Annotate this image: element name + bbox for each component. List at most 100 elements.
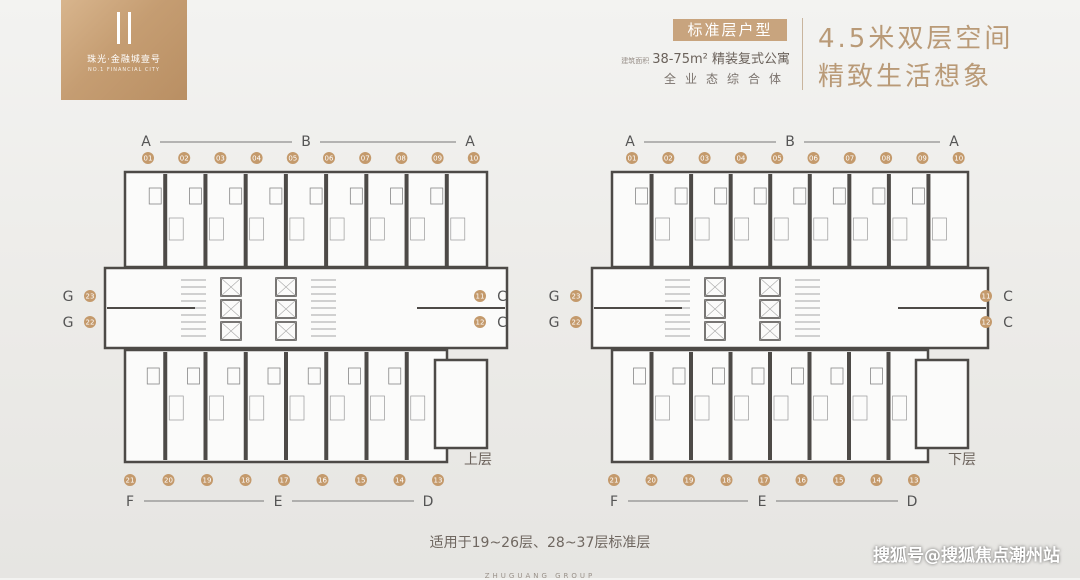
unit-badge [570, 316, 582, 328]
elevator [759, 277, 781, 297]
axis-letter-B: B [785, 134, 795, 150]
furniture [655, 217, 670, 241]
unit-number: 01 [144, 155, 153, 163]
axis-letter-G: G [63, 315, 74, 331]
unit-number: 13 [434, 477, 443, 485]
bathroom [872, 187, 886, 205]
bathroom [714, 187, 728, 205]
unit-number: 09 [433, 155, 442, 163]
axis-letter-F: F [610, 494, 618, 510]
unit-number: 20 [647, 477, 656, 485]
unit-number: 15 [835, 477, 844, 485]
axis-letter-A: A [465, 134, 475, 150]
unit-badge [178, 152, 191, 164]
unit-badge [474, 316, 486, 328]
unit-badge [359, 152, 372, 164]
logo-en: NO.1 FINANCIAL CITY [88, 67, 160, 73]
unit-badge [662, 152, 675, 164]
bathroom [229, 187, 243, 205]
unit-badge [316, 474, 329, 486]
elevator-cross [759, 321, 781, 341]
unit-badge [771, 152, 784, 164]
elevator-cross [220, 277, 242, 297]
unit-badge [908, 474, 920, 486]
elevator-cross [704, 321, 726, 341]
unit-badge [84, 316, 96, 328]
sub-line: 全业态综合体 [663, 72, 790, 86]
unit-badge [980, 290, 992, 302]
axis-letter-E: E [758, 494, 767, 510]
furniture [249, 395, 265, 421]
elevator [704, 321, 726, 341]
bathroom [307, 367, 321, 385]
spec-small: 建筑面积 [621, 57, 650, 65]
axis-letter-D: D [907, 494, 918, 510]
elevator-cross [704, 299, 726, 319]
furniture [694, 395, 710, 421]
unit-badge [250, 152, 263, 164]
unit-number: 15 [357, 477, 366, 485]
bottom-right-block [914, 358, 970, 450]
unit-badge [843, 152, 856, 164]
unit-number: 22 [86, 319, 95, 327]
furniture [734, 217, 750, 241]
axis-letter-E: E [274, 494, 283, 510]
caption: 适用于19~26层、28~37层标准层 [429, 535, 651, 551]
elevator [759, 321, 781, 341]
bathroom [148, 187, 162, 205]
headline-2: 精致生活想象 [818, 62, 993, 92]
unit-badge [323, 152, 335, 164]
unit-badge [432, 474, 444, 486]
bathroom [674, 187, 688, 205]
bathroom [672, 367, 686, 385]
unit-number: 04 [252, 155, 261, 163]
furniture [410, 217, 425, 241]
bathroom [269, 187, 283, 205]
unit-number: 05 [288, 155, 297, 163]
watermark: 搜狐号@搜狐焦点潮州站 [873, 546, 1060, 566]
unit-number: 16 [318, 477, 327, 485]
bathroom [712, 367, 725, 385]
bathroom [751, 367, 765, 385]
furniture [852, 217, 868, 241]
unit-number: 12 [476, 319, 485, 327]
unit-number: 18 [241, 477, 250, 485]
furniture [852, 395, 868, 421]
unit-number: 08 [397, 155, 406, 163]
unit-number: 23 [572, 293, 581, 301]
furniture [370, 395, 385, 421]
axis-letter-D: D [423, 494, 434, 510]
unit-number: 17 [280, 477, 289, 485]
axis-letter-B: B [301, 134, 311, 150]
bottom-text: ZHUGUANG GROUP [484, 572, 596, 580]
unit-badge [467, 152, 480, 164]
bathroom [635, 187, 648, 205]
unit-number: 10 [469, 155, 478, 163]
unit-badge [807, 152, 820, 164]
level-label: 下层 [948, 452, 976, 468]
bathroom [912, 187, 925, 205]
unit-badge [214, 152, 227, 164]
logo: 珠光·金融城壹号 NO.1 FINANCIAL CITY [61, 0, 187, 100]
unit-number: 19 [685, 477, 694, 485]
bathroom [267, 367, 281, 385]
unit-number: 06 [325, 155, 334, 163]
furniture [329, 217, 345, 241]
unit-number: 01 [628, 155, 637, 163]
furniture [209, 217, 224, 241]
furniture [450, 217, 466, 241]
unit-badge [142, 152, 154, 164]
elevator-cross [759, 299, 781, 319]
bathroom [309, 187, 323, 205]
tag-standard-floor: 标准层户型 [673, 19, 787, 41]
elevator-cross [275, 321, 297, 341]
spec-text: 38-75m² 精装复式公寓 [652, 52, 790, 67]
furniture [410, 395, 426, 421]
unit-badge [870, 474, 883, 486]
elevator-cross [704, 277, 726, 297]
unit-number: 20 [164, 477, 173, 485]
axis-letter-C: C [497, 289, 507, 305]
unit-number: 11 [476, 293, 485, 301]
axis-letter-A: A [625, 134, 635, 150]
